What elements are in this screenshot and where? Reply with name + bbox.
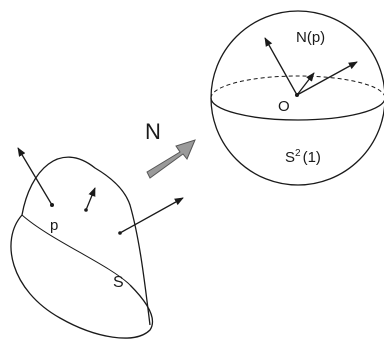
surface-base-ellipse bbox=[10, 214, 154, 339]
gauss-map-arrow bbox=[146, 139, 196, 179]
sphere-equator-back bbox=[210, 75, 384, 99]
normal-vector-p bbox=[17, 147, 53, 206]
small-normal-dot bbox=[84, 208, 88, 212]
surface-outline bbox=[21, 156, 151, 326]
point-p-label: p bbox=[50, 217, 58, 234]
sphere-label: S2(1) bbox=[285, 148, 321, 166]
point-p-dot bbox=[50, 203, 54, 207]
surface-s bbox=[10, 156, 154, 339]
sphere-normal-side bbox=[296, 61, 358, 96]
surface-base-back bbox=[21, 214, 131, 286]
sphere-label-base: S bbox=[285, 149, 295, 166]
origin-dot bbox=[295, 93, 299, 97]
normal-vector-side bbox=[119, 197, 184, 234]
unit-sphere bbox=[210, 10, 384, 186]
side-normal-dot bbox=[118, 231, 122, 235]
origin-o-label: O bbox=[278, 98, 290, 115]
image-np-label: N(p) bbox=[296, 29, 325, 46]
surface-s-label: S bbox=[113, 274, 124, 291]
normal-vector-small bbox=[85, 187, 96, 211]
sphere-label-arg: (1) bbox=[303, 149, 321, 166]
sphere-equator-front bbox=[210, 97, 384, 121]
gauss-map-label: N bbox=[145, 119, 161, 144]
sphere-normal-np bbox=[264, 37, 298, 96]
sphere-label-sup: 2 bbox=[295, 148, 301, 159]
sphere-normal-small bbox=[296, 72, 315, 96]
